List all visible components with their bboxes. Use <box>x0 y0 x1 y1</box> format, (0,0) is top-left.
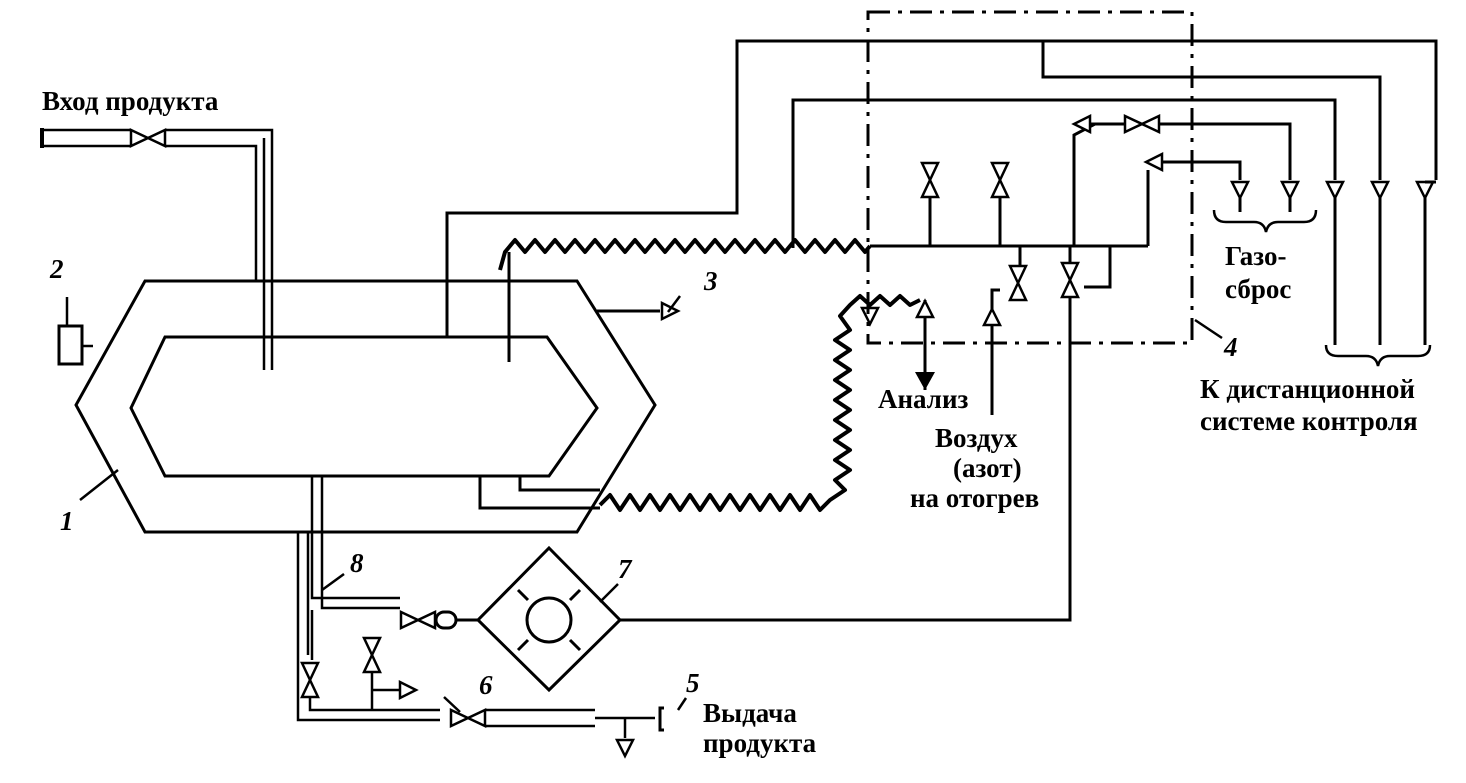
safety-valve-1-icon <box>920 161 940 199</box>
remote-arrow-2-icon <box>1370 180 1390 200</box>
drain-valve-icon <box>300 661 320 699</box>
product-inlet-label: Вход продукта <box>42 86 219 116</box>
ref-number-1: 1 <box>60 506 74 536</box>
output-valve-icon <box>449 708 487 728</box>
air-valve-1-icon <box>1008 264 1028 302</box>
safety-valve-2-icon <box>990 161 1010 199</box>
air-heating-branch <box>620 246 1112 622</box>
ref-number-4: 4 <box>1223 332 1238 362</box>
remote-brace <box>1324 344 1432 367</box>
ref-number-6: 6 <box>479 670 493 700</box>
heated-line-bottom <box>478 294 921 512</box>
ref-number-7: 7 <box>618 554 633 584</box>
output-line <box>449 706 664 758</box>
leader-lines <box>79 295 1223 713</box>
ref-number-2: 2 <box>49 254 64 284</box>
inlet-valve-icon <box>129 128 167 148</box>
air-label-1: Воздух <box>935 423 1018 453</box>
vent-line <box>445 39 1438 337</box>
drain-line <box>296 476 440 722</box>
air-inlet-arrow-icon <box>982 307 1002 327</box>
output-drain-arrow-icon <box>615 738 635 758</box>
inner-vessel <box>129 335 599 478</box>
gas-discharge-arrow-1-icon <box>1230 180 1250 200</box>
jacket-relief-valve <box>597 301 680 321</box>
end-cap-icon <box>658 706 664 732</box>
gas-discharge-brace <box>1212 209 1318 233</box>
analysis-label: Анализ <box>878 384 968 414</box>
safety-valves <box>920 114 1292 246</box>
level-gauge-icon <box>57 297 93 366</box>
remote-label-1: К дистанционной <box>1200 374 1415 404</box>
gas-discharge-arrow-2-icon <box>1280 180 1300 200</box>
output-label-2: продукта <box>703 728 817 758</box>
heated-line-top <box>498 238 1148 271</box>
product-inlet-pipe <box>40 128 274 370</box>
diamond-pump-icon <box>475 545 623 693</box>
ref-number-5: 5 <box>686 668 700 698</box>
air-label-3: на отогрев <box>910 483 1039 513</box>
instrument-panel-boundary <box>866 10 1194 345</box>
ref-number-3: 3 <box>703 266 718 296</box>
remote-arrow-1-icon <box>1325 180 1345 200</box>
relief-valve-4-icon <box>1144 152 1164 172</box>
pump-inlet-valve-icon <box>399 610 437 630</box>
remote-label-2: системе контроля <box>1200 406 1418 436</box>
discharge-arrows <box>1230 180 1436 345</box>
output-label-1: Выдача <box>703 698 797 728</box>
drain-vent-arrow-icon <box>398 680 418 700</box>
gas-discharge-label-2: сброс <box>1225 274 1291 304</box>
analysis-valve-left-icon <box>860 306 880 326</box>
gas-discharge-label-1: Газо- <box>1225 241 1287 271</box>
ref-number-8: 8 <box>350 548 364 578</box>
remote-arrow-3-icon <box>1415 180 1435 200</box>
drain-safety-valve-icon <box>362 636 382 674</box>
pump-inlet <box>399 610 478 630</box>
gas-vent-valve-icon <box>1123 114 1161 134</box>
analysis-branch <box>860 299 935 390</box>
outer-vessel <box>74 279 657 534</box>
air-label-2: (азот) <box>953 453 1022 483</box>
analysis-valve-icon <box>915 299 935 319</box>
air-valve-2-icon <box>1060 261 1080 299</box>
